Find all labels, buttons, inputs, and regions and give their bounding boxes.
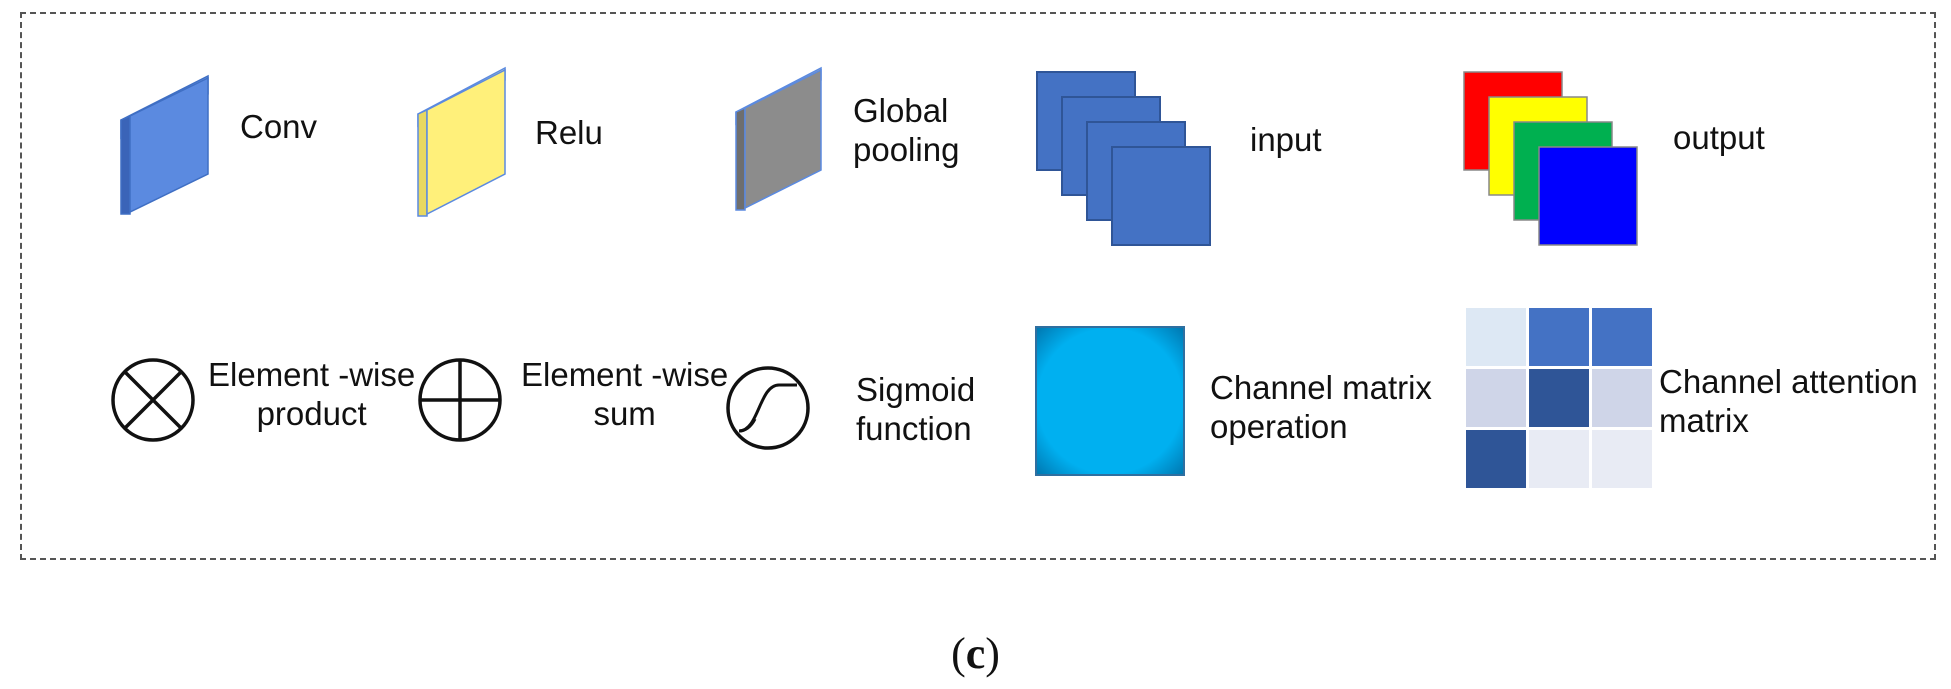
attention-cell: [1529, 369, 1589, 427]
legend-frame: [20, 12, 1936, 560]
sigmoid-function-label: Sigmoid function: [856, 371, 976, 447]
attention-cell: [1592, 308, 1652, 366]
element-wise-sum-icon: [418, 358, 502, 442]
caption-letter: c: [965, 629, 986, 678]
attention-cell: [1592, 369, 1652, 427]
caption-open-paren: (: [951, 629, 966, 678]
output-stack-icon: [1463, 71, 1638, 246]
sigmoid-icon: [726, 366, 810, 450]
channel-matrix-icon: [1035, 326, 1185, 476]
attention-cell: [1529, 308, 1589, 366]
element-wise-sum-label: Element -wise sum: [521, 356, 729, 432]
channel-attention-matrix-icon: [1466, 308, 1654, 490]
attention-cell: [1529, 430, 1589, 488]
figure-caption: (c): [0, 628, 1951, 679]
pooling-slab-icon: [735, 66, 822, 211]
global-pooling-label: Global pooling: [853, 92, 960, 168]
attention-cell: [1466, 369, 1526, 427]
attention-cell: [1466, 430, 1526, 488]
input-label: input: [1250, 121, 1322, 158]
channel-attention-matrix-label: Channel attention matrix: [1659, 363, 1918, 439]
conv-slab-icon: [120, 74, 209, 215]
input-stack-icon: [1036, 71, 1211, 246]
attention-cell: [1592, 430, 1652, 488]
channel-matrix-operation-label: Channel matrix operation: [1210, 369, 1432, 445]
element-wise-product-label: Element -wise product: [208, 356, 416, 432]
caption-close-paren: ): [985, 629, 1000, 678]
element-wise-product-icon: [111, 358, 195, 442]
conv-label: Conv: [240, 108, 318, 145]
output-label: output: [1673, 119, 1765, 156]
attention-cell: [1466, 308, 1526, 366]
relu-label: Relu: [535, 114, 603, 151]
relu-slab-icon: [417, 66, 506, 217]
